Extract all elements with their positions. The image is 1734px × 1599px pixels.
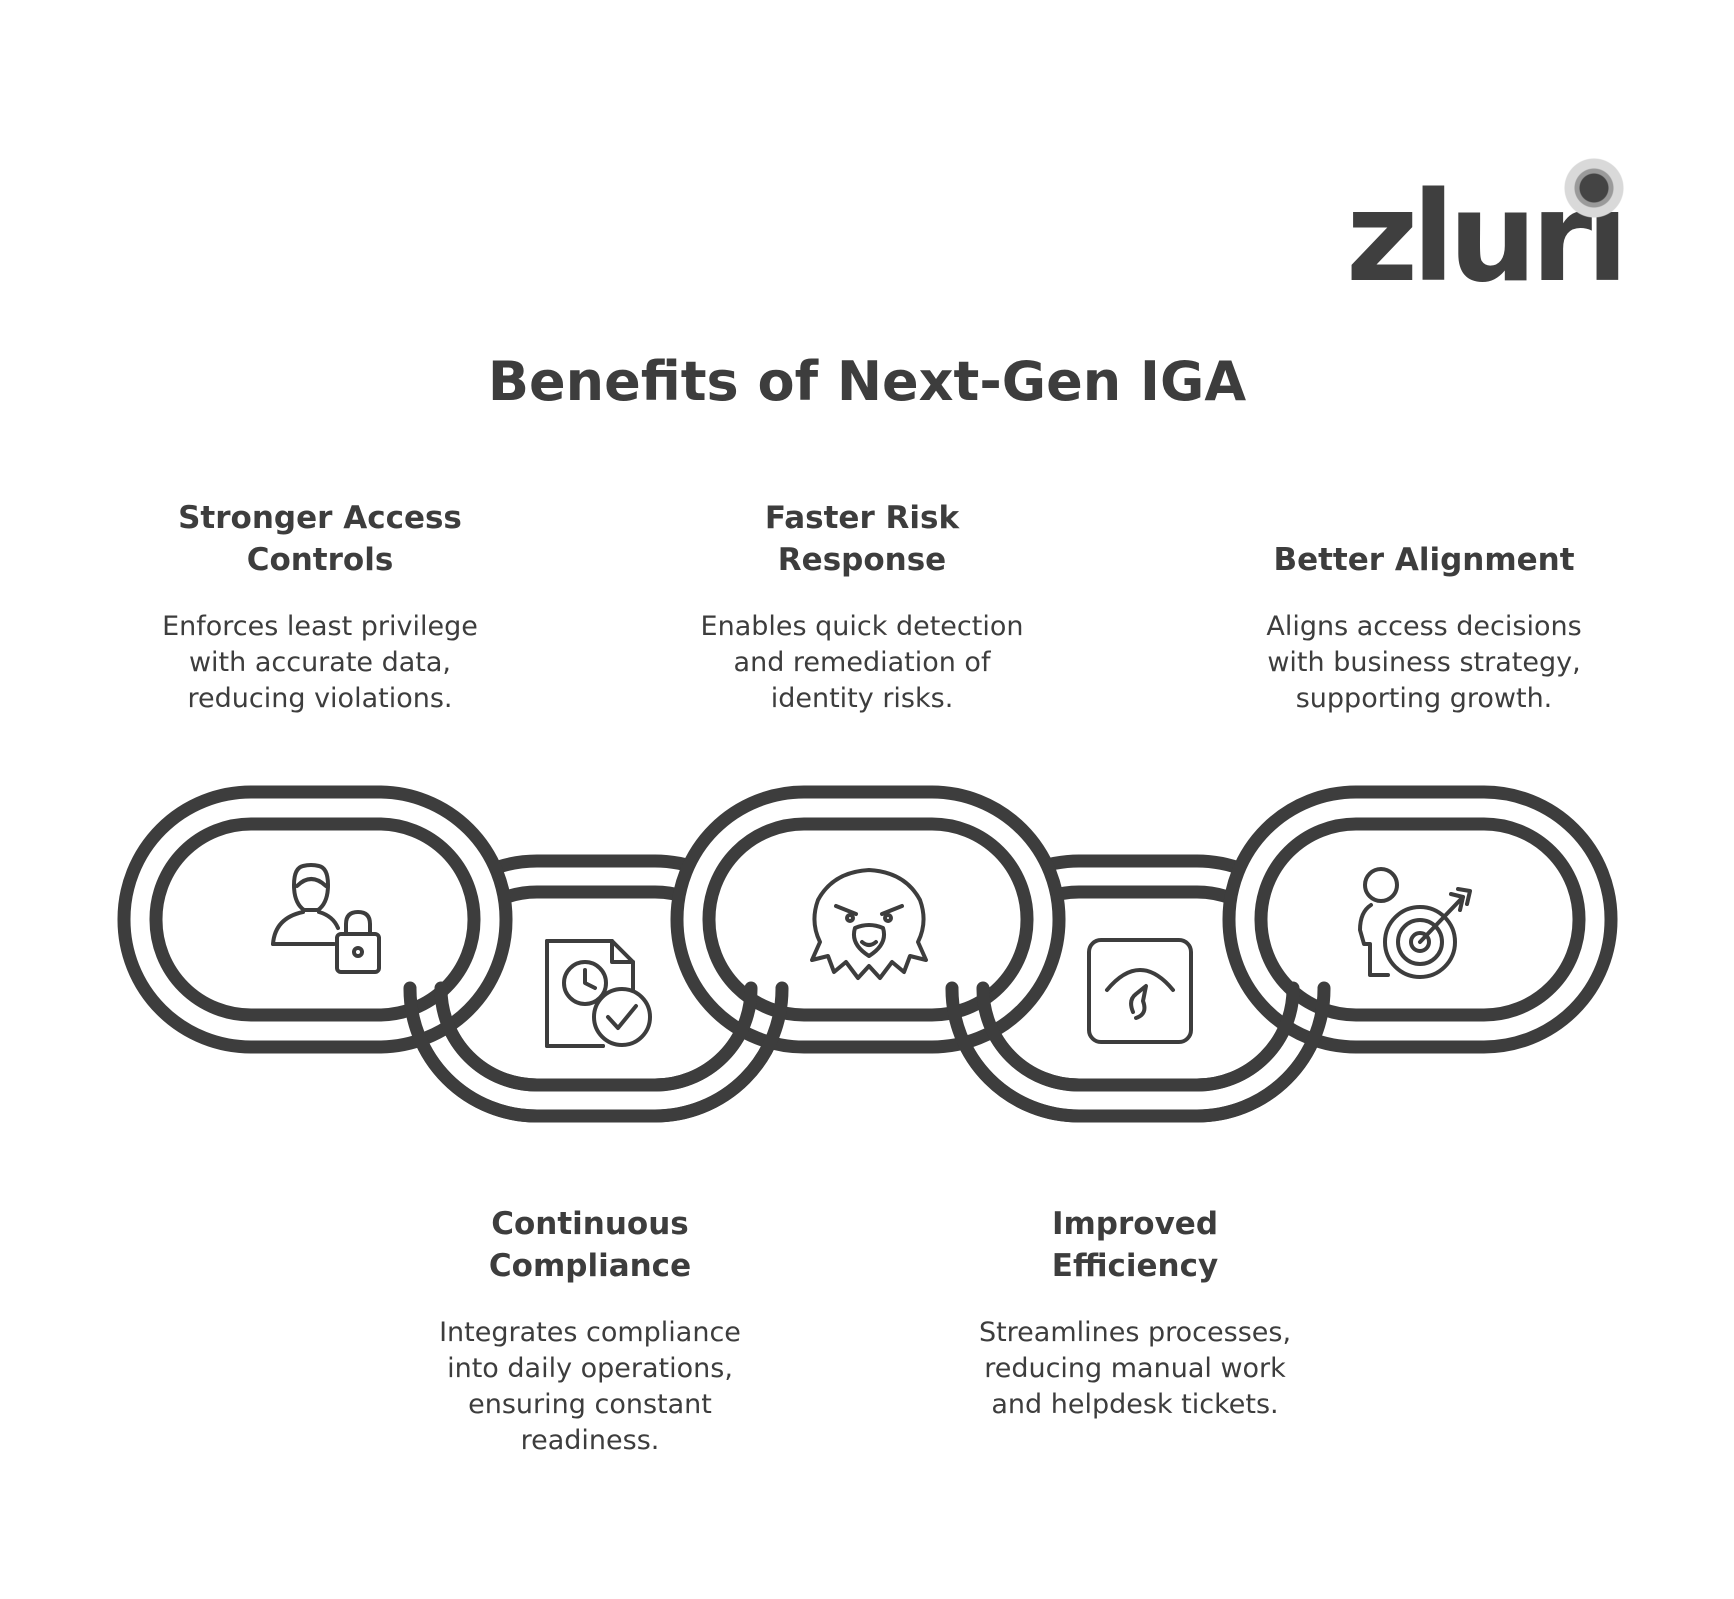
benefit-description: Integrates compliance into daily operati… (439, 1317, 741, 1456)
person-target-icon (1358, 867, 1472, 979)
gauge-icon (1087, 938, 1193, 1044)
benefit-heading: Continuous Compliance (488, 1206, 692, 1284)
benefit-description: Streamlines processes, reducing manual w… (978, 1317, 1292, 1420)
benefit-description: Enforces least privilege with accurate d… (162, 611, 478, 714)
benefit-description: Enables quick detection and remediation … (700, 611, 1024, 714)
benefit-heading: Faster Risk Response (764, 500, 960, 578)
benefit-faster-risk-response: Faster Risk Response Enables quick detec… (672, 497, 1052, 717)
benefit-stronger-access-controls: Stronger Access Controls Enforces least … (130, 497, 510, 717)
chain-link-3 (670, 785, 1066, 1054)
document-clock-check-icon (545, 939, 652, 1048)
benefit-improved-efficiency: Improved Efficiency Streamlines processe… (945, 1203, 1325, 1423)
benefit-heading: Stronger Access Controls (178, 500, 462, 578)
benefit-description: Aligns access decisions with business st… (1266, 611, 1582, 714)
benefit-continuous-compliance: Continuous Compliance Integrates complia… (400, 1203, 780, 1459)
benefit-heading: Better Alignment (1273, 542, 1575, 578)
page-title: Benefits of Next-Gen IGA (487, 350, 1247, 413)
benefit-heading: Improved Efficiency (1051, 1206, 1219, 1284)
benefit-better-alignment: Better Alignment Aligns access decisions… (1224, 539, 1624, 717)
user-lock-icon (271, 863, 381, 974)
logo-dot-icon (1564, 158, 1624, 218)
eagle-icon (810, 868, 928, 980)
